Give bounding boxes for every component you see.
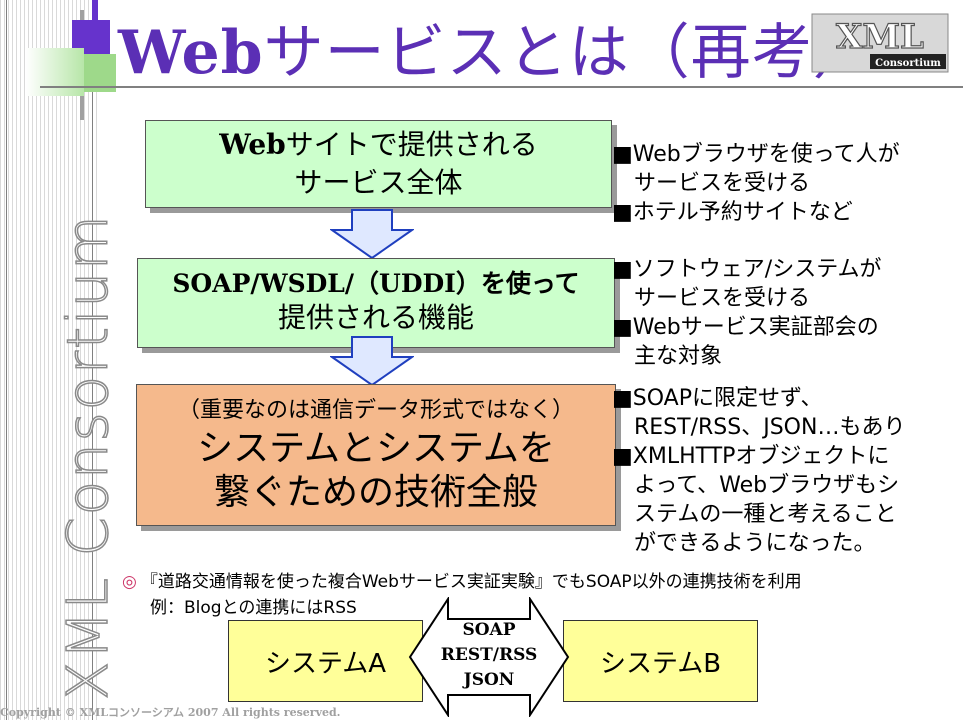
- box1-line2: サービス全体: [294, 166, 463, 199]
- web-site-service-box: Webサイトで提供される サービス全体: [145, 120, 612, 208]
- system-integration-box: （重要なのは通信データ形式ではなく） システムとシステムを 繋ぐための技術全般: [136, 384, 616, 526]
- example-note: 例：Blogとの連携にはRSS: [150, 598, 357, 618]
- note2-line: 主な対象: [634, 344, 723, 369]
- left-border-line: [6, 0, 7, 720]
- bullet-icon: ◎: [122, 572, 137, 592]
- decor-purple-strip: [92, 0, 98, 28]
- note3-line: よって、Webブラウザもシ: [634, 473, 900, 498]
- note2-line: サービスを受ける: [634, 286, 811, 311]
- box3-line3: 繋ぐための技術全般: [213, 472, 538, 513]
- experiment-text: 『道路交通情報を使った複合Webサービス実証実験』でもSOAP以外の連携技術を利…: [140, 572, 802, 592]
- note3-line: ができるようになった。: [634, 531, 876, 556]
- note3-line: REST/RSS、JSON…もあり: [634, 415, 906, 440]
- box3-line1: （重要なのは通信データ形式ではなく）: [177, 398, 574, 423]
- box2-line2: 提供される機能: [277, 301, 474, 334]
- left-divider-line: [92, 0, 93, 720]
- box1-text: サイトで提供される: [285, 128, 538, 161]
- note1-line: ■Webブラウザを使って人が: [612, 142, 900, 167]
- box1-line1: Webサイトで提供される: [146, 126, 611, 164]
- double-arrow: [408, 597, 570, 717]
- note2-line: ■Webサービス実証部会の: [612, 315, 879, 340]
- system-a-box: システムA: [228, 620, 423, 702]
- box2-line1: SOAP/WSDL/（UDDI）を使って: [172, 269, 580, 298]
- decor-green-gradient: [26, 48, 84, 96]
- note1-line: サービスを受ける: [634, 171, 811, 196]
- note3-line: ■XMLHTTPオブジェクトに: [612, 444, 890, 469]
- box3-line2: システムとシステムを: [197, 428, 555, 469]
- protocol-label: REST/RSS: [440, 645, 538, 665]
- note-web-site: ■Webブラウザを使って人が サービスを受ける ■ホテル予約サイトなど: [612, 140, 900, 227]
- title-web: Web: [118, 18, 264, 88]
- title-text: サービスとは（再考）: [263, 18, 874, 88]
- copyright: Copyright © XMLコンソーシアム 2007 All rights r…: [0, 706, 341, 719]
- down-arrow-2: [330, 336, 414, 387]
- system-b-box: システムB: [563, 620, 758, 702]
- page-title: Webサービスとは（再考）: [118, 4, 874, 91]
- note-rest: ■SOAPに限定せず、 REST/RSS、JSON…もあり ■XMLHTTPオブ…: [612, 384, 905, 558]
- decor-green-block: [84, 54, 116, 92]
- title-underline: [40, 86, 963, 88]
- logo-big-text: XML: [836, 17, 924, 57]
- xml-consortium-logo: XML Consortium: [811, 13, 949, 73]
- down-arrow-1: [330, 209, 414, 260]
- protocol-label: JSON: [463, 670, 515, 690]
- protocol-label: SOAP: [462, 620, 516, 640]
- box1-web: Web: [219, 128, 286, 161]
- experiment-note: ◎『道路交通情報を使った複合Webサービス実証実験』でもSOAP以外の連携技術を…: [122, 567, 802, 592]
- soap-wsdl-box: SOAP/WSDL/（UDDI）を使って 提供される機能: [137, 258, 615, 348]
- note-soap: ■ソフトウェア/システムが サービスを受ける ■Webサービス実証部会の 主な対…: [612, 255, 882, 371]
- note1-line: ■ホテル予約サイトなど: [612, 200, 853, 225]
- protocol-labels: SOAP REST/RSS JSON: [408, 618, 570, 693]
- note2-line: ■ソフトウェア/システムが: [612, 257, 882, 282]
- logo-small-text: Consortium: [875, 58, 941, 69]
- left-stripe-band: [0, 0, 100, 720]
- vertical-brand-text: XML Consortium: [55, 213, 122, 701]
- note3-line: ステムの一種と考えること: [634, 502, 897, 527]
- note3-line: ■SOAPに限定せず、: [612, 386, 823, 411]
